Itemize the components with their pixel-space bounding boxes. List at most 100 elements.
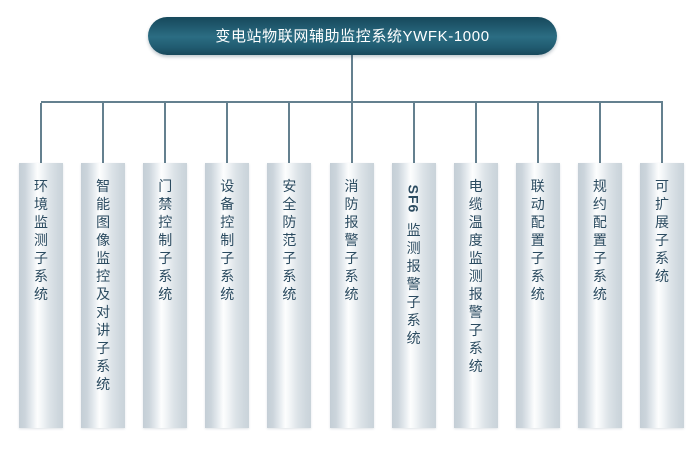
leaf-char: 置 [530,232,545,248]
leaf-char: 统 [592,286,607,302]
leaf-char: 报 [406,258,421,274]
leaf-char: 度 [468,232,483,248]
connector-drop-env-monitoring [40,103,42,165]
leaf-char: 规 [592,178,607,194]
leaf-char: 统 [158,286,173,302]
leaf-char: 温 [468,214,483,230]
leaf-char: 系 [34,268,48,284]
leaf-char: 子 [406,294,421,310]
leaf-node-cable-temp-alarm[interactable]: 电缆温度监测报警子系统 [453,163,498,428]
leaf-char: 系 [530,268,545,284]
leaf-char: 制 [158,232,173,248]
leaf-char: 智 [96,178,111,194]
leaf-char: 系 [220,268,235,284]
leaf-char: 统 [406,330,421,346]
leaf-char: 测 [468,268,483,284]
leaf-char: 消 [344,178,359,194]
leaf-char: 子 [655,232,669,248]
leaf-char: 禁 [158,196,173,212]
leaf-char: 环 [34,178,48,194]
leaf-node-security-protection[interactable]: 安全防范子系统 [267,163,312,428]
leaf-node-linkage-config[interactable]: 联动配置子系统 [515,163,560,428]
leaf-node-label-fire-alarm: 消防报警子系统 [330,177,374,303]
leaf-char: 备 [220,196,235,212]
leaf-char: 子 [530,250,545,266]
connector-drop-sf6-alarm [412,103,415,165]
leaf-char: 门 [158,178,173,194]
leaf-char: 置 [592,232,607,248]
leaf-char: 能 [96,196,111,212]
leaf-char: 测 [34,232,48,248]
leaf-char: 统 [468,358,483,374]
leaf-char: 子 [592,250,607,266]
leaf-node-protocol-config[interactable]: 规约配置子系统 [577,163,622,428]
leaf-char: 像 [96,232,111,248]
leaf-char: 统 [34,286,48,302]
leaf-char: 动 [530,196,545,212]
leaf-char: 可 [655,178,669,194]
leaf-node-access-control[interactable]: 门禁控制子系统 [143,163,188,428]
leaf-char: 统 [655,268,669,284]
leaf-char: 测 [406,240,421,256]
leaf-char: 控 [96,268,111,284]
leaf-char: 系 [282,268,297,284]
leaf-char: 警 [344,232,359,248]
leaf-char: 系 [158,268,173,284]
leaf-char: 统 [282,286,297,302]
leaf-char: 监 [468,250,483,266]
leaf-char: 子 [96,340,111,356]
leaf-char: 监 [96,250,111,266]
leaf-char: 子 [34,250,48,266]
connector-drop-extensible [661,103,663,165]
leaf-node-fire-alarm[interactable]: 消防报警子系统 [329,163,374,428]
leaf-char: 监 [406,222,421,238]
leaf-char: 约 [592,196,607,212]
leaf-char: 系 [592,268,607,284]
leaf-char: 子 [158,250,173,266]
leaf-node-label-protocol-config: 规约配置子系统 [578,177,622,303]
connector-drop-smart-video-intercom [102,103,105,165]
leaf-char: 报 [468,286,483,302]
connector-drop-protocol-config [598,103,601,165]
leaf-node-env-monitoring[interactable]: 环境监测子系统 [19,163,63,428]
leaf-char: 控 [220,214,235,230]
connector-drop-access-control [164,103,167,165]
leaf-node-label-cable-temp-alarm: 电缆温度监测报警子系统 [454,177,498,375]
leaf-node-smart-video-intercom[interactable]: 智能图像监控及对讲子系统 [81,163,126,428]
leaf-node-device-control[interactable]: 设备控制子系统 [205,163,250,428]
leaf-char: 系 [344,268,359,284]
leaf-char: 控 [158,214,173,230]
connector-horizontal-bus [41,101,663,103]
leaf-char: 制 [220,232,235,248]
leaf-char: 系 [406,312,421,328]
leaf-node-label-access-control: 门禁控制子系统 [143,177,187,303]
leaf-char: 联 [530,178,545,194]
leaf-node-label-security-protection: 安全防范子系统 [267,177,311,303]
root-node-label: 变电站物联网辅助监控系统YWFK-1000 [215,27,490,45]
leaf-char: 展 [655,214,669,230]
leaf-char: 缆 [468,196,483,212]
connector-drop-device-control [226,103,229,165]
leaf-char: 范 [282,232,297,248]
connector-drop-security-protection [288,103,291,165]
leaf-char: 子 [220,250,235,266]
leaf-char: 设 [220,178,235,194]
leaf-char: 扩 [655,196,669,212]
leaf-char: 系 [96,358,111,374]
leaf-char: 子 [344,250,359,266]
leaf-node-extensible[interactable]: 可扩展子系统 [640,163,684,428]
leaf-char: 子 [282,250,297,266]
leaf-char: 配 [592,214,607,230]
connector-root-stem [351,54,353,103]
leaf-char: 图 [96,214,111,230]
leaf-latin-text-sf6-alarm: SF6 [405,184,422,214]
leaf-char: 防 [344,196,359,212]
root-node-system-title: 变电站物联网辅助监控系统YWFK-1000 [148,17,557,55]
leaf-char: 监 [34,214,48,230]
leaf-char: 讲 [96,322,111,338]
connector-drop-cable-temp-alarm [474,103,477,165]
leaf-node-label-device-control: 设备控制子系统 [205,177,249,303]
leaf-char: 全 [282,196,297,212]
